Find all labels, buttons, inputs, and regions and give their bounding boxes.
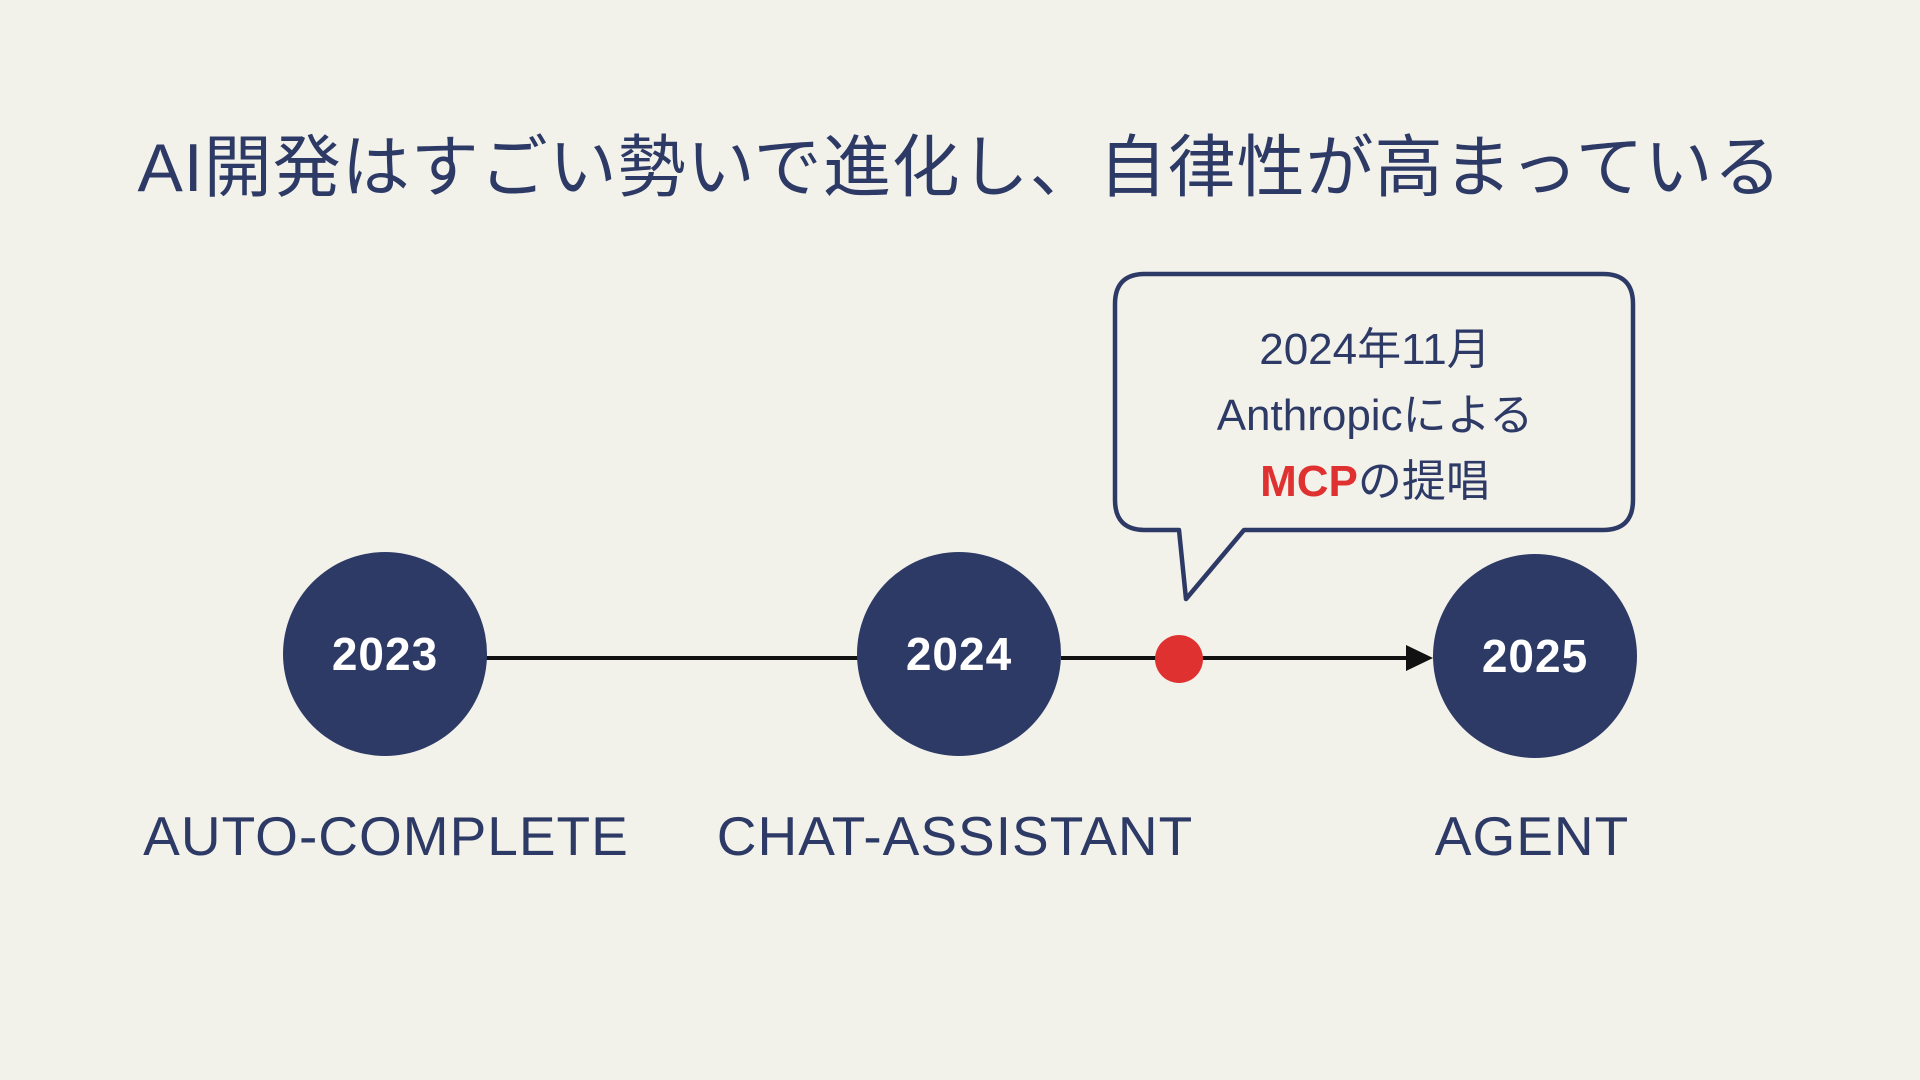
year-label: 2024 [905, 628, 1013, 680]
callout-line-org: Anthropicによる [1216, 391, 1534, 440]
stage-label-agent: AGENT [1434, 805, 1630, 867]
callout-line-mcp-rest: の提唱 [1357, 457, 1490, 506]
timeline-node-2023: 2023 [283, 552, 487, 756]
callout-line-date: 2024年11月 [1259, 325, 1491, 374]
callout-body: 2024年11月 Anthropicによる MCPの提唱 [1115, 278, 1635, 540]
slide-title: AI開発はすごい勢いで進化し、自律性が高まっている [137, 130, 1783, 206]
speech-bubble [1112, 271, 1636, 602]
callout-line-mcp: MCPの提唱 [1260, 449, 1490, 515]
event-marker-dot [1155, 635, 1203, 683]
year-label: 2025 [1481, 630, 1589, 682]
stage-label-auto-complete: AUTO-COMPLETE [143, 805, 629, 867]
arrowhead-icon [1406, 645, 1433, 671]
timeline-node-2024: 2024 [857, 552, 1061, 756]
timeline-node-2025: 2025 [1433, 554, 1637, 758]
stage-label-chat-assistant: CHAT-ASSISTANT [716, 805, 1194, 867]
year-label: 2023 [331, 628, 439, 680]
mcp-highlight: MCP [1260, 457, 1358, 506]
